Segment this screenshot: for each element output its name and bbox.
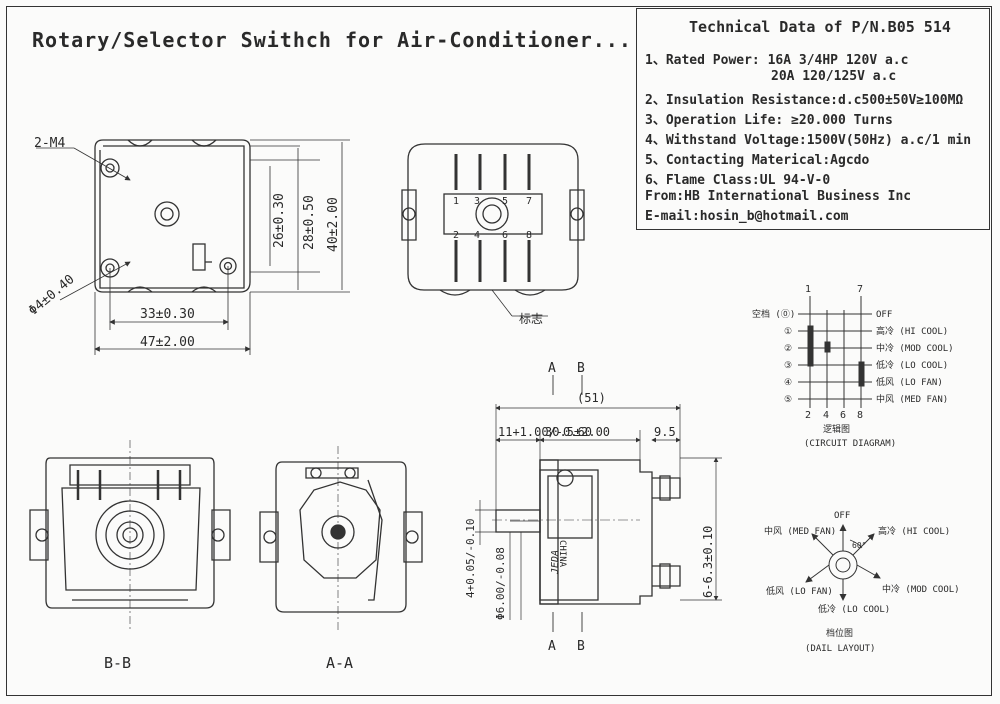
drawing-title: Rotary/Selector Swithch for Air-Conditio… [32,28,632,52]
pin-1: 1 [453,196,459,207]
cd-row-right-2: 中冷 (MOD COOL) [876,342,954,354]
label-section-aa: A-A [326,654,353,672]
dim-47: 47±2.00 [140,335,195,350]
drawing-frame [6,6,992,696]
dim-51: (51) [577,391,606,405]
dial-med-fan: 中风 (MED FAN) [764,525,836,537]
dial-caption-en: (DAIL LAYOUT) [805,644,875,654]
cut-b-bottom: B [577,639,585,654]
spec-line-3: 2、Insulation Resistance:d.c500±50V≥100MΩ [645,93,964,108]
cd-row-left-3: ③ [784,361,792,371]
cd-caption-cn: 逻辑图 [823,423,850,435]
pin-3: 3 [474,196,480,207]
spec-line-8: From:HB International Business Inc [645,189,912,204]
dim-9-5: 9.5 [654,425,676,439]
cd-col-6: 6 [840,410,846,421]
dim-6: Φ6.00/-0.08 [494,547,507,620]
dial-layout [805,524,881,601]
dim-26: 26±0.30 [272,193,287,248]
cd-col-1: 1 [805,284,811,295]
pin-5: 5 [502,196,508,207]
dim-11: 11+1.00/-0.60 [498,425,592,439]
dial-off: OFF [834,511,850,521]
section-b-b [29,440,231,630]
pin-4: 4 [474,230,480,241]
label-mark: 标志 [519,312,543,326]
cd-row-right-0: OFF [876,310,892,320]
spec-line-4: 3、Operation Life: ≥20.000 Turns [645,113,893,128]
spec-line-6: 5、Contacting Materical:Agcdo [645,153,870,168]
cd-row-left-4: ④ [784,378,792,388]
cd-row-left-0: 空档 (⓪) [752,308,795,320]
label-section-bb: B-B [104,654,131,672]
dial-lo-cool: 低冷 (LO COOL) [818,603,890,615]
cd-col-2: 2 [805,410,811,421]
dim-28: 28±0.50 [302,195,317,250]
section-a-a [259,446,423,630]
spec-line-7: 6、Flame Class:UL 94-V-0 [645,173,831,188]
label-hole-dia: Φ4±0.40 [26,272,78,319]
cd-row-right-3: 低冷 (LO COOL) [876,359,948,371]
back-view [401,143,585,317]
pin-2: 2 [453,230,459,241]
label-jeda: JEDA [550,550,561,575]
dim-33: 33±0.30 [140,307,195,322]
dial-caption-cn: 档位图 [826,627,853,639]
pin-7: 7 [526,196,532,207]
cut-b-top: B [577,361,585,376]
cd-col-7: 7 [857,284,863,295]
cd-caption-en: (CIRCUIT DIAGRAM) [804,439,896,449]
spec-line-5: 4、Withstand Voltage:1500V(50Hz) a.c/1 mi… [645,133,972,148]
dial-mod-cool: 中冷 (MOD COOL) [882,583,960,595]
cd-row-left-5: ⑤ [784,395,792,405]
spec-line-2: 20A 120/125V a.c [771,69,897,84]
cd-col-8: 8 [857,410,863,421]
spec-line-9: E-mail:hosin_b@hotmail.com [645,209,849,224]
dial-angle: 60° [852,541,866,550]
front-view [36,139,350,355]
technical-data-box: Technical Data of P/N.B05 514 1、Rated Po… [636,8,990,230]
dim-4: 4+0.05/-0.10 [464,519,477,598]
cd-col-4: 4 [823,410,829,421]
spec-line-1: 1、Rated Power: 16A 3/4HP 120V a.c [645,53,909,68]
pin-6: 6 [502,230,508,241]
dim-6-3: 6-6.3±0.10 [701,526,715,598]
side-view [475,375,722,632]
cut-a-top: A [548,361,556,376]
label-thread: 2-M4 [34,136,65,151]
pin-8: 8 [526,230,532,241]
cd-row-right-4: 低风 (LO FAN) [876,376,943,388]
technical-data-heading: Technical Data of P/N.B05 514 [689,18,951,36]
cd-row-left-1: ① [784,327,792,337]
circuit-diagram [798,296,872,408]
cd-row-left-2: ② [784,344,792,354]
cd-row-right-1: 高冷 (HI COOL) [876,325,948,337]
label-china: CHINA [557,540,567,568]
cut-a-bottom: A [548,639,556,654]
dim-30-5: 30.5±2.00 [545,425,610,439]
dial-lo-fan: 低风 (LO FAN) [766,585,833,597]
cd-row-right-5: 中风 (MED FAN) [876,393,948,405]
dim-40: 40±2.00 [326,197,341,252]
dial-hi-cool: 高冷 (HI COOL) [878,525,950,537]
